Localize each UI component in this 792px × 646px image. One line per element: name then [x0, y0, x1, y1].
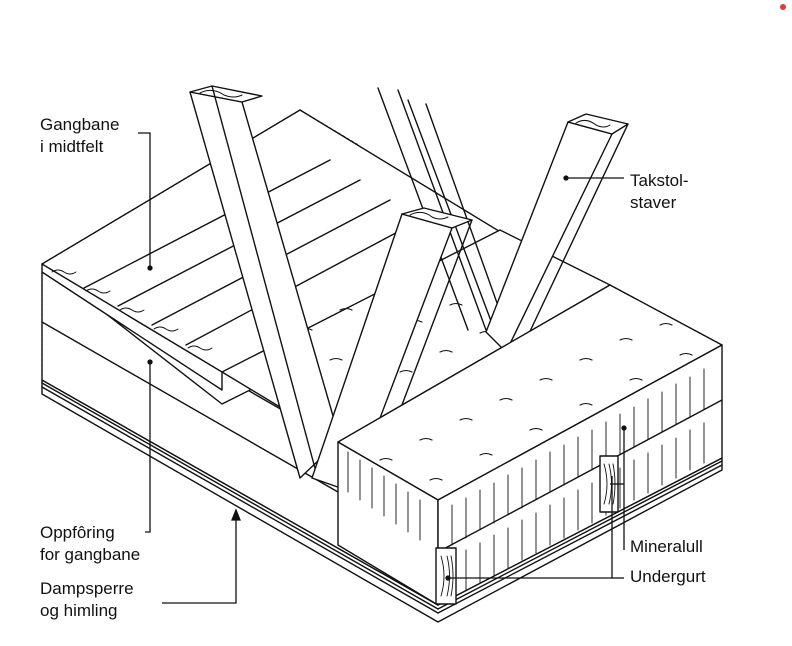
label-takstol-line1: Takstol- — [630, 171, 689, 190]
label-oppforing-line2: for gangbane — [40, 545, 141, 564]
label-dampsperre-line2: og himling — [40, 601, 118, 620]
label-mineralull: Mineralull — [630, 537, 703, 556]
label-gangbane: Gangbane i midtfelt — [40, 114, 119, 158]
label-gangbane-line1: Gangbane — [40, 115, 120, 134]
label-takstolstaver: Takstol- staver — [630, 170, 689, 214]
label-dampsperre-line1: Dampsperre — [40, 579, 134, 598]
leader-lines — [138, 132, 627, 604]
bottom-chord — [435, 455, 619, 605]
label-oppforing: Oppfôring for gangbane — [40, 522, 140, 566]
label-oppforing-line1: Oppfôring — [40, 523, 115, 542]
truss-members — [189, 85, 629, 493]
marker-dot — [780, 4, 786, 10]
label-undergurt: Undergurt — [630, 567, 706, 586]
label-dampsperre: Dampsperre og himling — [40, 578, 134, 622]
label-takstol-line2: staver — [630, 193, 677, 212]
label-gangbane-line2: i midtfelt — [40, 137, 104, 156]
